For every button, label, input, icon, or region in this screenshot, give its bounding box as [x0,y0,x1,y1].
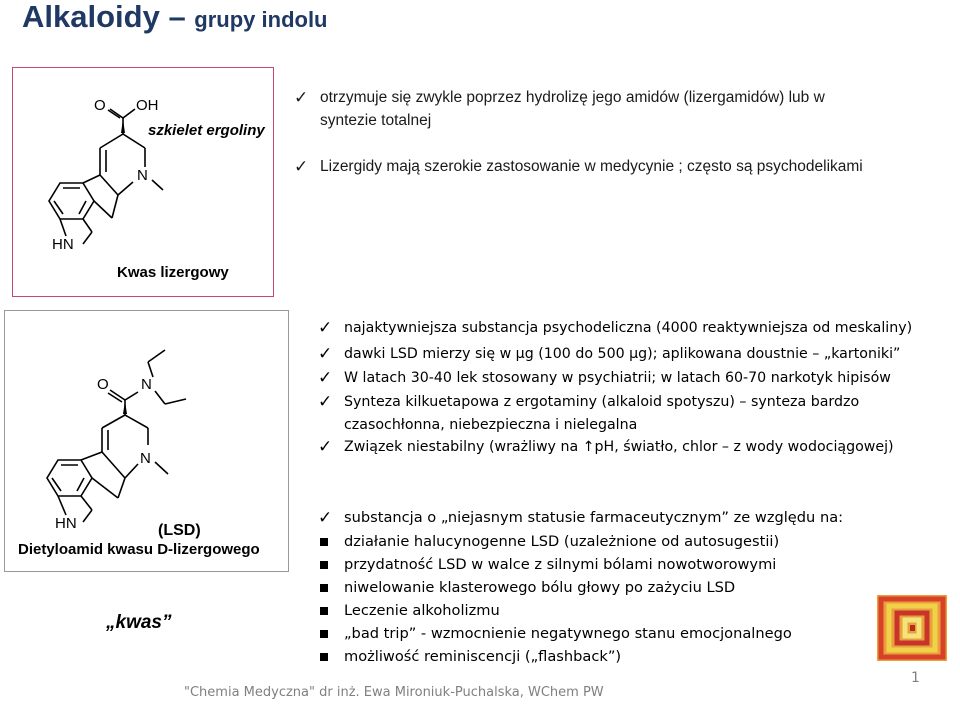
label-n-ring: N [140,450,151,467]
check-icon: ✓ [318,508,333,528]
slide-title: Alkaloidy – grupy indolu [22,0,328,40]
title-dash: – [159,0,195,34]
check-icon: ✓ [318,344,333,364]
lsd-structure [46,349,187,523]
lsd-name: Dietyloamid kwasu D-lizergowego [18,541,260,558]
lsd-abbreviation: (LSD) [158,522,201,539]
check-icon: ✓ [318,318,333,338]
square-bullet-icon [320,630,328,638]
label-o-bottom: O [97,376,109,393]
lsd-frame [4,310,289,572]
page-number: 1 [911,670,920,686]
title-sub: grupy indolu [194,7,328,32]
label-oh-top: OH [136,97,159,114]
title-main: Alkaloidy [22,0,160,34]
square-bullet-icon [320,584,328,592]
label-n-top: N [137,167,148,184]
check-icon: ✓ [318,437,333,457]
check-icon: ✓ [318,392,333,412]
label-o-top: O [94,97,106,114]
lysergic-acid-structure [48,108,164,245]
square-bullet-icon [320,653,328,661]
square-bullet-icon [320,607,328,615]
lysergic-acid-name: Kwas lizergowy [117,264,229,281]
label-n-amide: N [141,376,152,393]
label-hn-top: HN [52,236,74,253]
skeleton-caption: szkielet ergoliny [148,122,265,139]
lysergic-acid-frame [12,67,274,297]
check-icon: ✓ [318,368,333,388]
kwas-label: „kwas” [106,612,172,633]
check-icon: ✓ [294,157,309,176]
square-bullet-icon [320,561,328,569]
label-hn-bottom: HN [55,515,77,532]
footer-credit: "Chemia Medyczna" dr inż. Ewa Mironiuk-P… [184,685,604,700]
square-bullet-icon [320,538,328,546]
check-icon: ✓ [294,88,309,107]
spiral-mosaic-image [877,595,947,661]
